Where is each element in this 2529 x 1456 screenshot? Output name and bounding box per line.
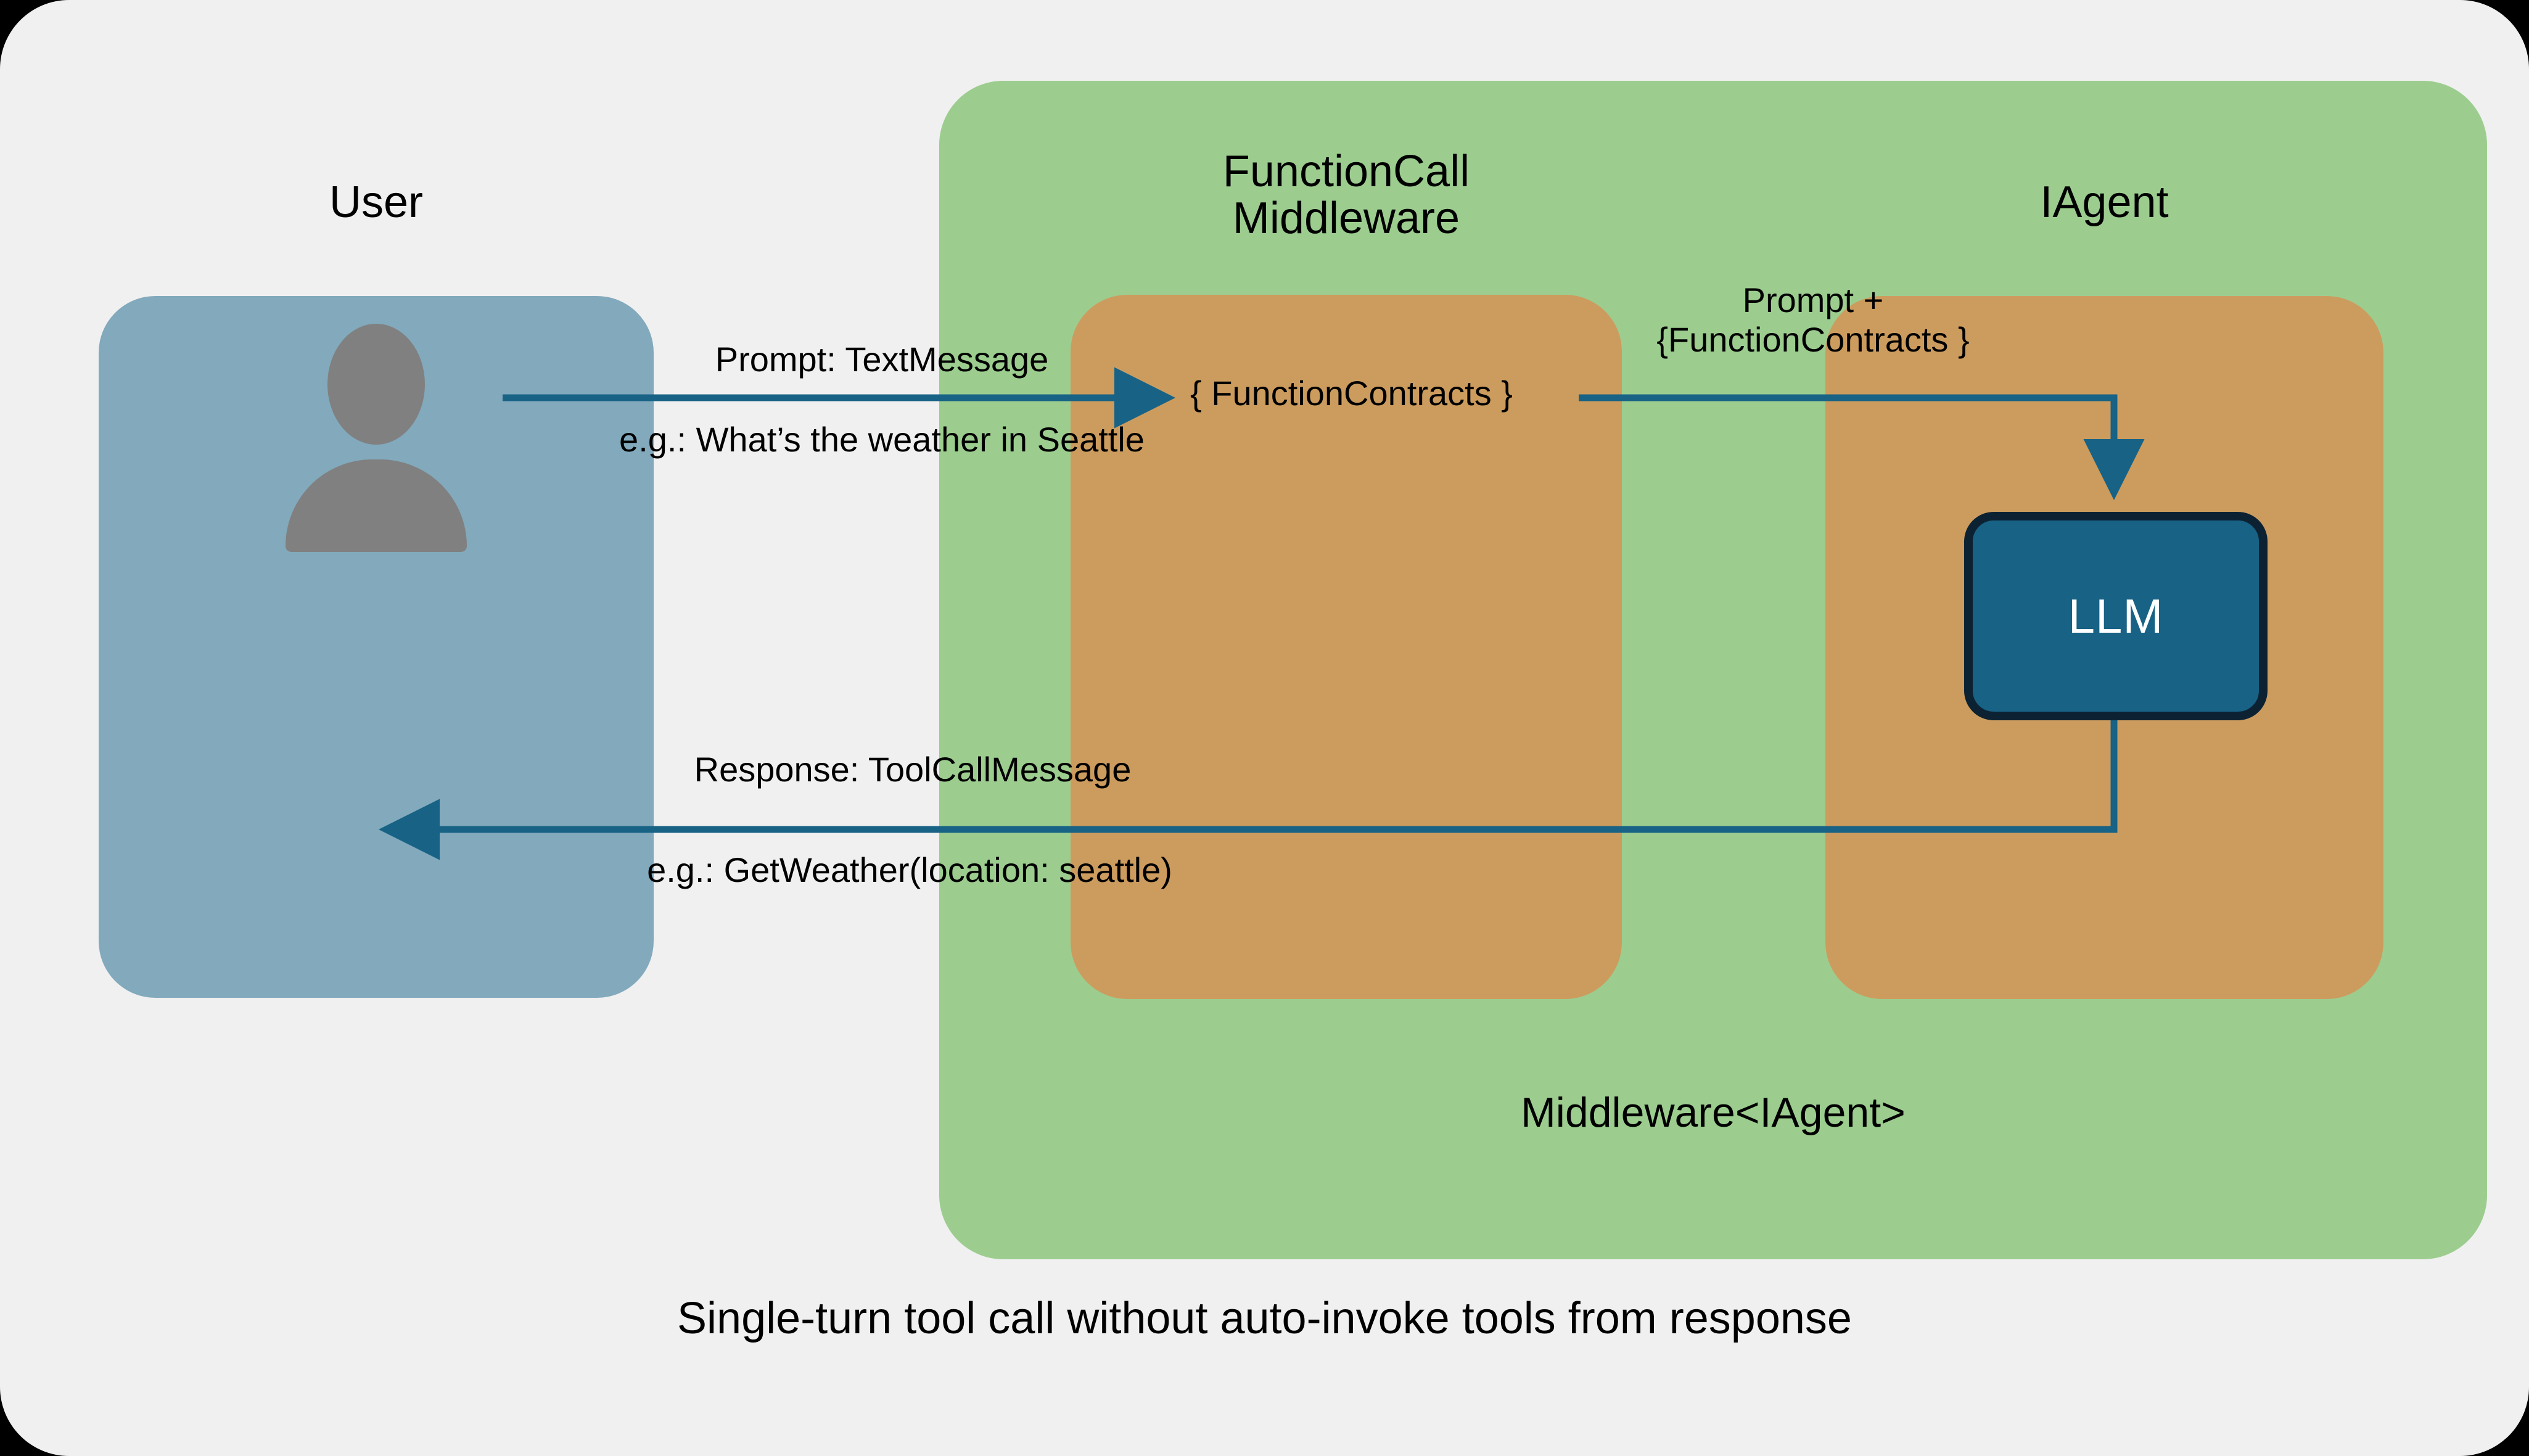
iagent-title: IAgent [2040, 178, 2169, 227]
function-call-middleware-title: FunctionCall Middleware [1071, 148, 1622, 242]
prompt-plus-contracts-label-line1: Prompt + [1742, 281, 1884, 319]
avatar-body-shape [286, 459, 467, 552]
prompt-edge-example-label: e.g.: What’s the weather in Seattle [619, 420, 1145, 459]
prompt-edge-label: Prompt: TextMessage [715, 340, 1049, 379]
diagram-caption: Single-turn tool call without auto-invok… [677, 1294, 1852, 1343]
avatar-head-shape [327, 324, 425, 445]
response-edge-label: Response: ToolCallMessage [694, 750, 1132, 789]
function-call-middleware-title-line1: FunctionCall [1222, 147, 1470, 196]
function-call-middleware-title-line2: Middleware [1232, 194, 1460, 244]
user-avatar-icon [278, 324, 475, 552]
prompt-plus-contracts-label: Prompt + {FunctionContracts } [1622, 281, 2004, 360]
middleware-generic-title: Middleware<IAgent> [1521, 1089, 1906, 1136]
function-contracts-label: { FunctionContracts } [1190, 374, 1513, 413]
prompt-plus-contracts-label-line2: {FunctionContracts } [1656, 320, 1970, 360]
response-edge-example-label: e.g.: GetWeather(location: seattle) [647, 850, 1172, 889]
user-title: User [329, 178, 423, 227]
llm-label: LLM [2068, 588, 2164, 643]
llm-node: LLM [1964, 512, 2268, 720]
